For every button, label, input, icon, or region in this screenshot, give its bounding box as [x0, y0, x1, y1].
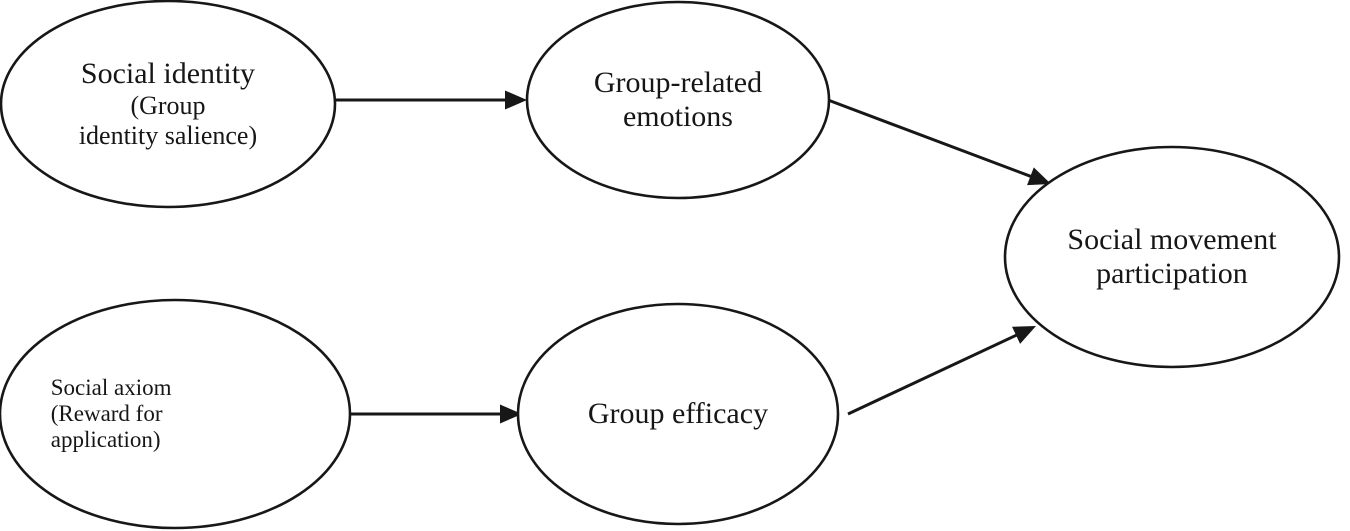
edge-identity-to-emotions: [335, 90, 527, 110]
edge-efficacy-to-participation: [847, 326, 1036, 416]
arrowhead-icon: [1012, 326, 1036, 344]
edge-emotions-to-participation: [827, 98, 1051, 186]
edge-shaft: [827, 98, 1034, 179]
arrowhead-icon: [1027, 167, 1051, 186]
node-ellipse-social-identity[interactable]: [0, 0, 337, 209]
node-ellipse-group-efficacy[interactable]: [516, 302, 840, 526]
node-ellipse-social-axiom[interactable]: [0, 298, 352, 530]
edge-shaft: [847, 332, 1020, 416]
arrowhead-icon: [505, 90, 527, 110]
edge-layer: [335, 90, 1051, 424]
arrowhead-icon: [500, 404, 522, 424]
edge-axiom-to-efficacy: [350, 404, 522, 424]
node-ellipse-group-related-emotions[interactable]: [525, 0, 831, 200]
node-ellipse-social-movement-participation[interactable]: [1003, 145, 1341, 369]
